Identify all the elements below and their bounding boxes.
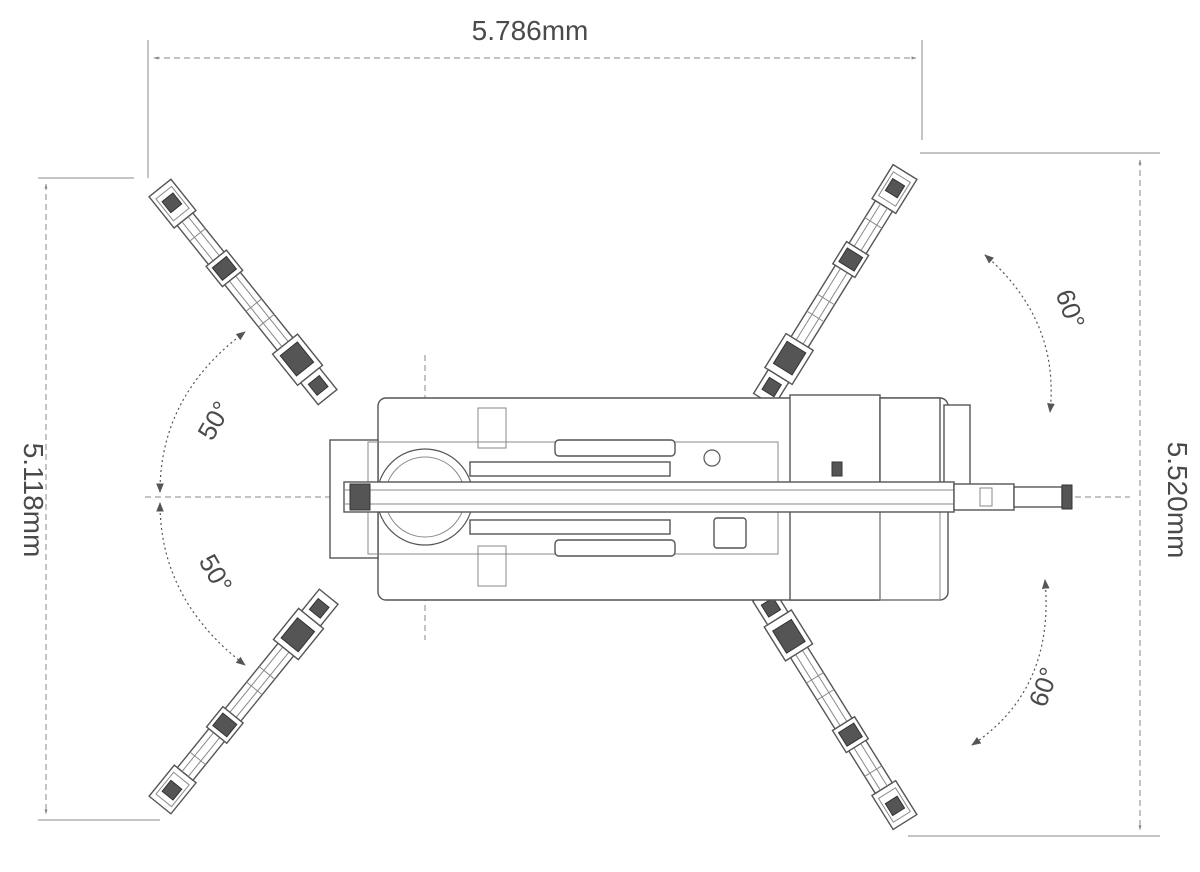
- right-height-label: 5.520mm: [1162, 442, 1193, 559]
- left-height-label: 5.118mm: [18, 443, 49, 558]
- right-height-dimension: 5.520mm: [908, 152, 1193, 837]
- angle-label-rear-lower: 60°: [1023, 663, 1065, 710]
- angle-label-rear-upper: 60°: [1050, 285, 1092, 332]
- crane-boom: [343, 481, 1073, 513]
- angle-label-front-lower: 50°: [193, 549, 239, 598]
- angle-arcs: [156, 254, 1055, 746]
- outrigger-rear-lower: [748, 585, 920, 832]
- outrigger-rear-upper: [749, 162, 920, 409]
- left-height-dimension: 5.118mm: [18, 177, 160, 821]
- outrigger-front-lower: [146, 585, 342, 816]
- width-dimension: 5.786mm: [147, 15, 923, 178]
- outrigger-front-upper: [146, 177, 341, 408]
- angle-label-front-upper: 50°: [191, 396, 237, 445]
- width-label: 5.786mm: [472, 15, 589, 46]
